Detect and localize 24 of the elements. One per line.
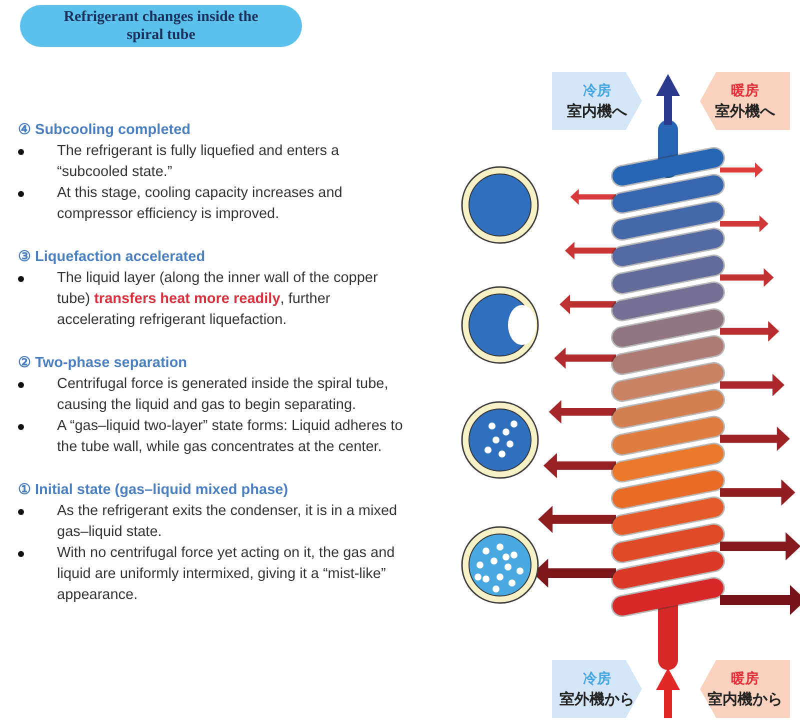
bullet-text: A “gas–liquid two-layer” state forms: Liquid adheres to the tube wall, while gas concentrates at the center. bbox=[57, 417, 404, 457]
direction-tag bbox=[700, 72, 790, 130]
bullet-text: The liquid layer (along the inner wall of the copper tube) transfers heat more readily, further accelerating refrigerant liquefaction. bbox=[57, 269, 379, 330]
mode-label: 暖房 bbox=[731, 81, 759, 100]
section-heading: ① Initial state (gas–liquid mixed phase) bbox=[18, 481, 290, 500]
section-heading: ③ Liquefaction accelerated bbox=[18, 248, 206, 267]
bullet-text: Centrifugal force is generated inside the spiral tube, causing the liquid and gas to begin separating. bbox=[57, 375, 390, 415]
mode-label: 冷房 bbox=[583, 669, 611, 688]
title-banner: Refrigerant changes inside the spiral tube bbox=[20, 5, 302, 47]
destination-label: 室外機へ bbox=[715, 102, 775, 122]
bullet-text: At this stage, cooling capacity increases and compressor efficiency is improved. bbox=[57, 184, 344, 224]
mode-label: 暖房 bbox=[731, 669, 759, 688]
destination-label: 室外機から bbox=[560, 690, 634, 710]
direction-tag bbox=[700, 660, 790, 718]
bullet-text: With no centrifugal force yet acting on it, the gas and liquid are uniformly intermixed, giving it a “mist-like” appearance. bbox=[57, 544, 396, 605]
destination-label: 室内機へ bbox=[567, 102, 627, 122]
section-heading: ② Two-phase separation bbox=[18, 354, 188, 373]
bullet-text: The refrigerant is fully liquefied and enters a “subcooled state.” bbox=[57, 142, 340, 182]
section-heading: ④ Subcooling completed bbox=[18, 121, 192, 140]
direction-tag bbox=[552, 660, 642, 718]
direction-tag bbox=[552, 72, 642, 130]
bullet-text: As the refrigerant exits the condenser, it is in a mixed gas–liquid state. bbox=[57, 502, 398, 542]
mode-label: 冷房 bbox=[583, 81, 611, 100]
destination-label: 室内機から bbox=[708, 690, 782, 710]
